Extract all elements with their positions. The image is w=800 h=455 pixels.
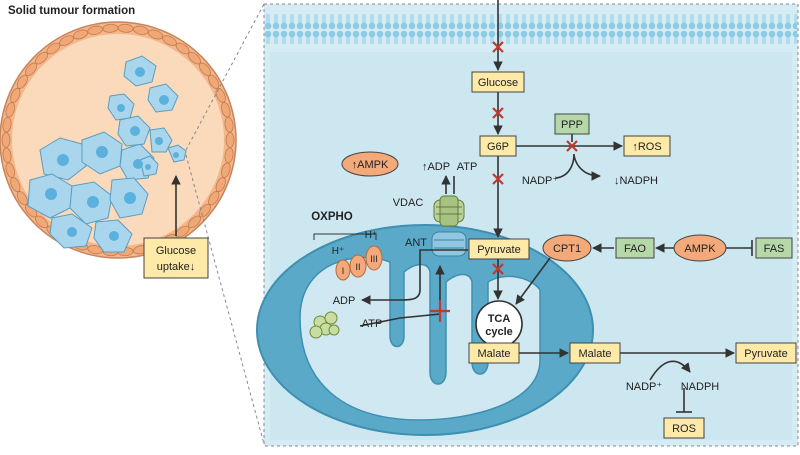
- adp-mito-label: ADP: [333, 295, 356, 307]
- ros-bottom-box: [663, 417, 705, 439]
- ant-label: ANT: [405, 237, 427, 249]
- ampk-up-oval: [341, 151, 399, 177]
- cpt1-label: CPT1: [553, 243, 581, 255]
- pathway-arrows: [359, 0, 753, 413]
- complex-iii: [365, 245, 383, 271]
- ampk-label: AMPK: [684, 243, 716, 255]
- inhibition-marks: [430, 41, 578, 322]
- nadph-me-label: NADPH: [681, 381, 720, 393]
- ampk-up-label: ↑AMPK: [352, 159, 389, 171]
- vdac-label: VDAC: [393, 197, 424, 209]
- complex-ii-label: II: [355, 262, 360, 272]
- complex-iii-label: III: [370, 254, 378, 264]
- rim-cell: [225, 132, 235, 148]
- ros-bottom-label: ROS: [672, 423, 696, 435]
- complex-i: [335, 259, 351, 281]
- vdac-channel-icon: [433, 195, 465, 227]
- complex-i-label: I: [342, 266, 345, 276]
- left-panel-title: Solid tumour formation: [8, 5, 135, 17]
- rim-cell: [1, 132, 11, 148]
- tca-label-2: cycle: [485, 326, 513, 338]
- mitochondrion: [256, 224, 594, 436]
- fao-label: FAO: [624, 243, 646, 255]
- ros-up-box: [623, 135, 671, 157]
- atp-mito-label: ATP: [362, 318, 383, 330]
- adp-up-label: ↑ADP: [422, 161, 450, 173]
- ros-up-label: ↑ROS: [632, 141, 661, 153]
- glucose-uptake-label-2: uptake↓: [157, 261, 196, 273]
- glucose-uptake-box: [143, 237, 209, 279]
- fas-label: FAS: [764, 243, 785, 255]
- atp-synthase-icon: [309, 311, 340, 339]
- node-boxes: [468, 71, 797, 439]
- tumour-sphere: [0, 21, 237, 259]
- glucose-label: Glucose: [478, 77, 518, 89]
- pyruvate-mito-box: [468, 238, 530, 260]
- glucose-uptake-label-1: Glucose: [156, 245, 196, 257]
- h-plus-1-label: H⁺: [332, 246, 345, 257]
- nadph-down-label: ↓NADPH: [614, 175, 658, 187]
- ppp-label: PPP: [561, 119, 583, 131]
- cell-membrane: [265, 14, 797, 44]
- pyruvate-cyto-label: Pyruvate: [744, 348, 787, 360]
- zoom-line-bottom: [185, 154, 265, 445]
- rim-cell: [224, 116, 234, 133]
- ant-channel-icon: [431, 231, 467, 257]
- pyruvate-cyto-box: [735, 342, 797, 364]
- oxpho-label: OXPHO: [311, 211, 353, 223]
- tumour-cell-nuclei: [45, 67, 179, 241]
- pyruvate-mito-label: Pyruvate: [477, 244, 520, 256]
- nadp-plus-me-label: NADP⁺: [626, 381, 663, 393]
- h-plus-2-label: H⁺: [365, 230, 378, 241]
- g6p-label: G6P: [487, 141, 509, 153]
- nadp-plus-ppp-label: NADP⁺: [522, 175, 559, 187]
- malate-cyto-label: Malate: [578, 348, 611, 360]
- cpt1-oval: [542, 234, 592, 262]
- atp-top-label: ATP: [457, 161, 478, 173]
- fao-box: [615, 237, 655, 259]
- malate-mito-label: Malate: [477, 348, 510, 360]
- complex-ii: [349, 254, 367, 278]
- tca-label-1: TCA: [488, 313, 511, 325]
- fas-box: [755, 237, 793, 259]
- oxpho-bracket: [313, 233, 377, 240]
